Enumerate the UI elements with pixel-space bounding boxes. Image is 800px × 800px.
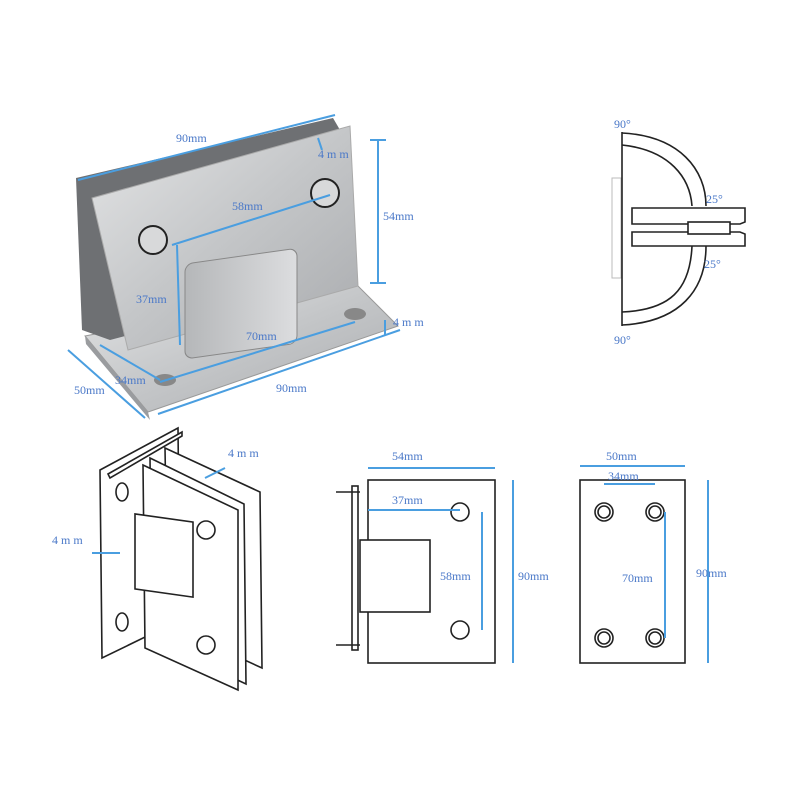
label-angle-top: 90° [614,117,631,131]
top-view: 90° 25° 25° 90° [611,117,746,347]
label-iso-thickness-right: 4 m m [228,446,259,460]
label-front-width: 54mm [392,449,423,463]
front-view: 54mm 37mm 58mm 90mm [336,449,549,664]
label-base-width: 50mm [74,383,105,397]
hinge-knuckle [184,248,298,359]
iso-view: 4 m m 4 m m [52,426,263,692]
screw-left [138,225,168,255]
label-front-height: 90mm [518,569,549,583]
base-plate-edge [85,336,150,420]
label-top-length: 90mm [176,131,207,145]
perspective-dimensions: 90mm 4 m m 54mm 58mm 37mm 70mm 4 m m 50m… [67,114,424,419]
label-base-view-height: 90mm [696,566,727,580]
label-front-hole-spacing: 58mm [440,569,471,583]
label-plate-thickness: 4 m m [318,147,349,161]
label-angle-bottom: 90° [614,333,631,347]
perspective-hinge [76,118,399,420]
label-front-hole-offset: 37mm [392,493,423,507]
label-angle-lower: 25° [704,257,721,271]
label-base-view-hole-width: 34mm [608,469,639,483]
label-angle-upper: 25° [706,192,723,206]
label-base-length: 90mm [276,381,307,395]
label-base-hole-width: 34mm [115,373,146,387]
wall-plate [611,177,622,279]
label-hole-edge: 37mm [136,292,167,306]
label-height: 54mm [383,209,414,223]
base-view: 50mm 34mm 70mm 90mm [579,449,727,664]
label-base-view-hole-spacing: 70mm [622,571,653,585]
label-base-thickness: 4 m m [393,315,424,329]
label-base-hole-spacing: 70mm [246,329,277,343]
screw-right [310,178,340,208]
base-hole-right [344,308,366,320]
label-base-view-width: 50mm [606,449,637,463]
label-hole-spacing: 58mm [232,199,263,213]
label-iso-thickness-left: 4 m m [52,533,83,547]
